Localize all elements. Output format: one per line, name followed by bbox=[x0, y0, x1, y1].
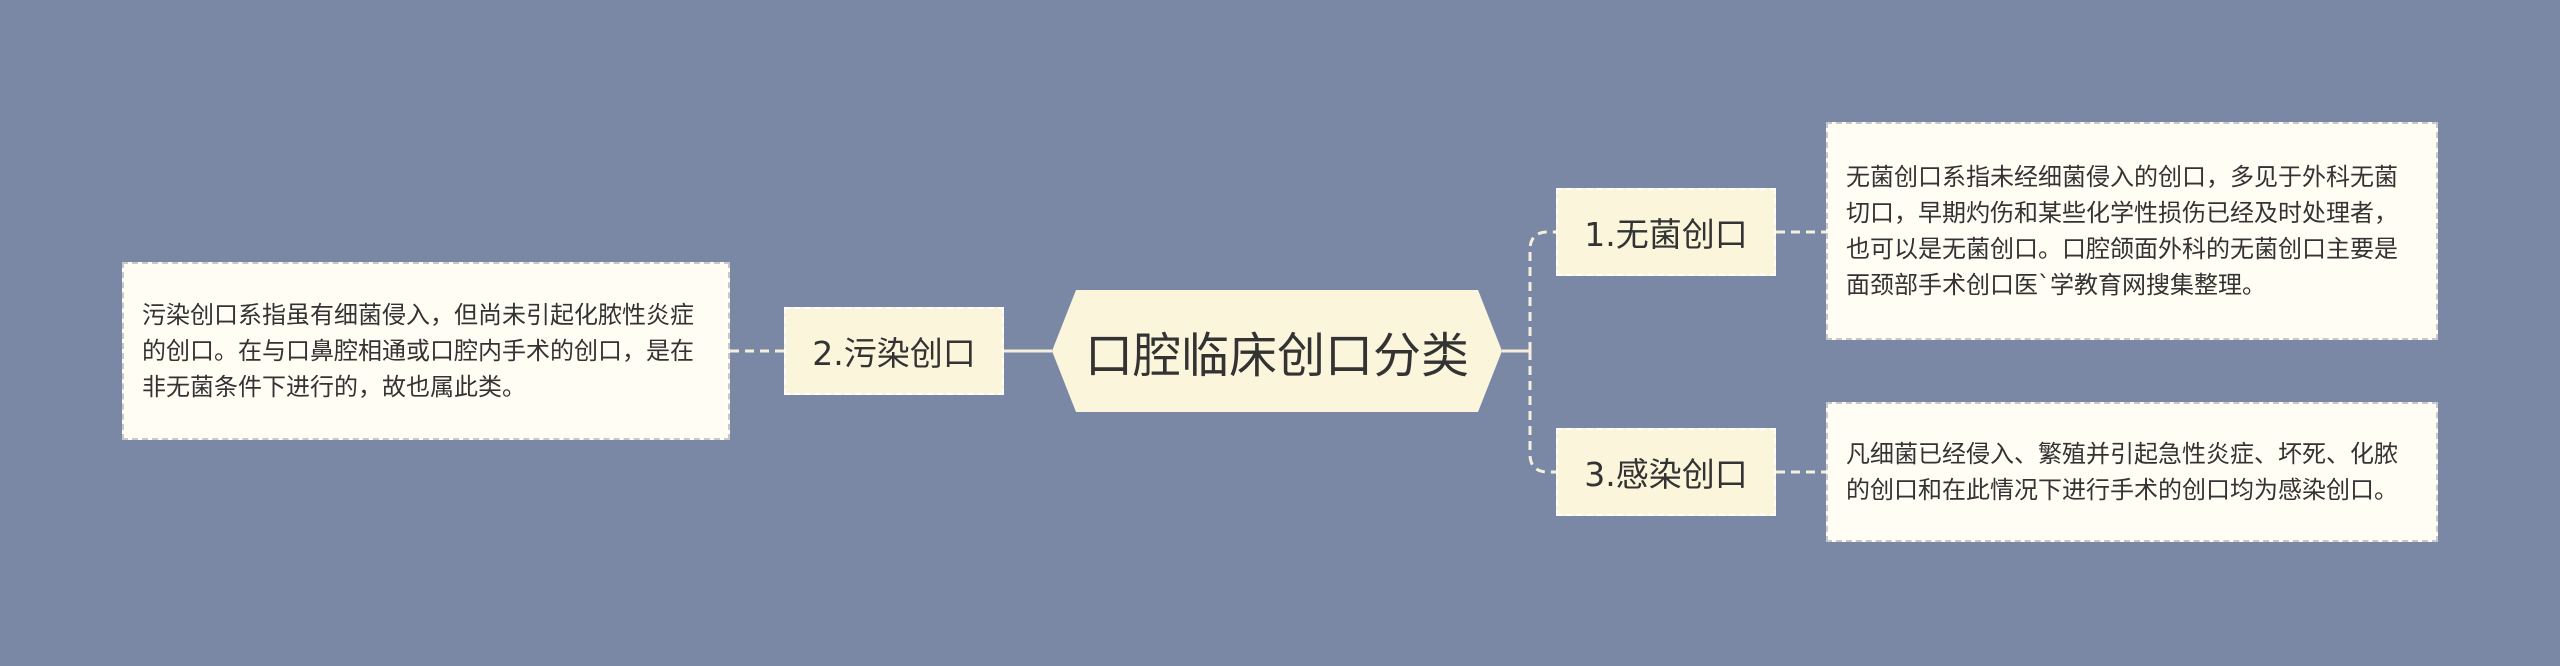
central-topic-label: 口腔临床创口分类 bbox=[1084, 328, 1469, 384]
branch-label: 3.感染创口 bbox=[1584, 455, 1748, 494]
branch-infected-wound[interactable]: 3.感染创口 bbox=[1556, 428, 1776, 516]
detail-aseptic-wound[interactable]: 无菌创口系指未经细菌侵入的创口，多见于外科无菌切口，早期灼伤和某些化学性损伤已经… bbox=[1826, 122, 2438, 340]
detail-contaminated-wound[interactable]: 污染创口系指虽有细菌侵入，但尚未引起化脓性炎症的创口。在与口鼻腔相通或口腔内手术… bbox=[122, 262, 730, 440]
connector-right-trunk bbox=[1528, 230, 1556, 474]
branch-aseptic-wound[interactable]: 1.无菌创口 bbox=[1556, 188, 1776, 276]
branch-contaminated-wound[interactable]: 2.污染创口 bbox=[784, 307, 1004, 395]
branch-label: 1.无菌创口 bbox=[1584, 215, 1748, 254]
detail-text: 污染创口系指虽有细菌侵入，但尚未引起化脓性炎症的创口。在与口鼻腔相通或口腔内手术… bbox=[142, 301, 694, 401]
central-topic[interactable]: 口腔临床创口分类 bbox=[1052, 290, 1502, 412]
detail-text: 无菌创口系指未经细菌侵入的创口，多见于外科无菌切口，早期灼伤和某些化学性损伤已经… bbox=[1846, 163, 2398, 299]
detail-infected-wound[interactable]: 凡细菌已经侵入、繁殖并引起急性炎症、坏死、化脓的创口和在此情况下进行手术的创口均… bbox=[1826, 402, 2438, 542]
detail-text: 凡细菌已经侵入、繁殖并引起急性炎症、坏死、化脓的创口和在此情况下进行手术的创口均… bbox=[1846, 440, 2398, 504]
branch-label: 2.污染创口 bbox=[812, 334, 976, 373]
